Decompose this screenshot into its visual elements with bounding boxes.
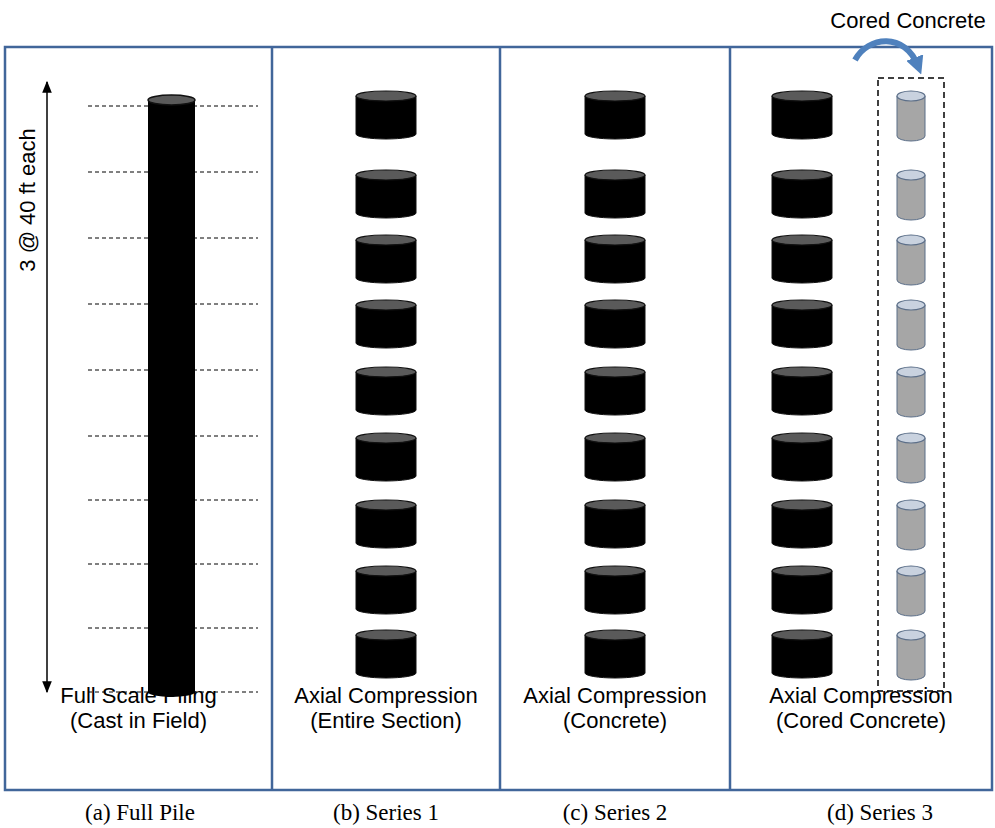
full-pile — [148, 95, 195, 697]
panel-caption: Full Scale Piling (Cast in Field) — [39, 683, 239, 733]
divider — [271, 47, 274, 790]
divider — [729, 47, 732, 790]
divider — [499, 47, 502, 790]
dimension-label: 3 @ 40 ft each — [15, 128, 41, 271]
specimens — [356, 91, 925, 680]
callout-label: Cored Concrete — [830, 8, 985, 34]
cored-box — [878, 78, 944, 691]
panel: Axial Compression (Cored Concrete) — [730, 47, 992, 790]
dimension-arrow — [46, 82, 48, 692]
panel-caption: Axial Compression (Cored Concrete) — [752, 683, 970, 733]
subfigure-label: (c) Series 2 — [563, 800, 668, 826]
panel: Axial Compression (Concrete) — [500, 47, 730, 790]
frame — [5, 47, 992, 790]
curved-arrow — [855, 41, 918, 66]
subfigure-label: (b) Series 1 — [333, 800, 439, 826]
subfigure-label: (a) Full Pile — [85, 800, 195, 826]
panel-caption: Axial Compression (Concrete) — [506, 683, 724, 733]
panel-caption: Axial Compression (Entire Section) — [277, 683, 495, 733]
subfigure-label: (d) Series 3 — [827, 800, 933, 826]
panel: Full Scale Piling (Cast in Field) — [5, 47, 272, 790]
panel: Axial Compression (Entire Section) — [272, 47, 500, 790]
